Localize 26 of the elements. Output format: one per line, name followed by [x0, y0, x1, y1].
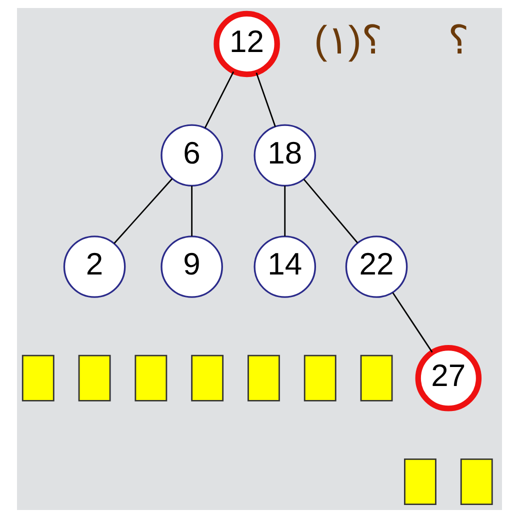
- node-circle: 9: [160, 236, 223, 298]
- connector: [256, 72, 276, 127]
- node-box: [191, 354, 224, 402]
- node-box: [360, 354, 393, 402]
- node-box: [404, 458, 436, 506]
- connector: [392, 292, 433, 353]
- node-circle: 12: [214, 10, 280, 78]
- node-box: [78, 354, 111, 402]
- node-circle: 22: [345, 236, 408, 298]
- connector: [114, 178, 173, 244]
- node-circle: 27: [415, 345, 482, 412]
- node-box: [134, 354, 168, 402]
- connector: [204, 71, 234, 128]
- node-circle: 6: [160, 124, 223, 187]
- connector: [284, 186, 286, 236]
- node-box: [248, 354, 280, 402]
- node-circle: 18: [254, 124, 316, 187]
- label: ؟(١): [314, 18, 382, 63]
- connector: [191, 186, 193, 236]
- node-circle: 2: [63, 236, 126, 298]
- node-circle: 14: [254, 236, 316, 298]
- node-box: [460, 458, 493, 506]
- node-box: [22, 354, 54, 402]
- node-box: [304, 354, 336, 402]
- connector: [303, 178, 358, 244]
- label: ؟: [448, 18, 469, 63]
